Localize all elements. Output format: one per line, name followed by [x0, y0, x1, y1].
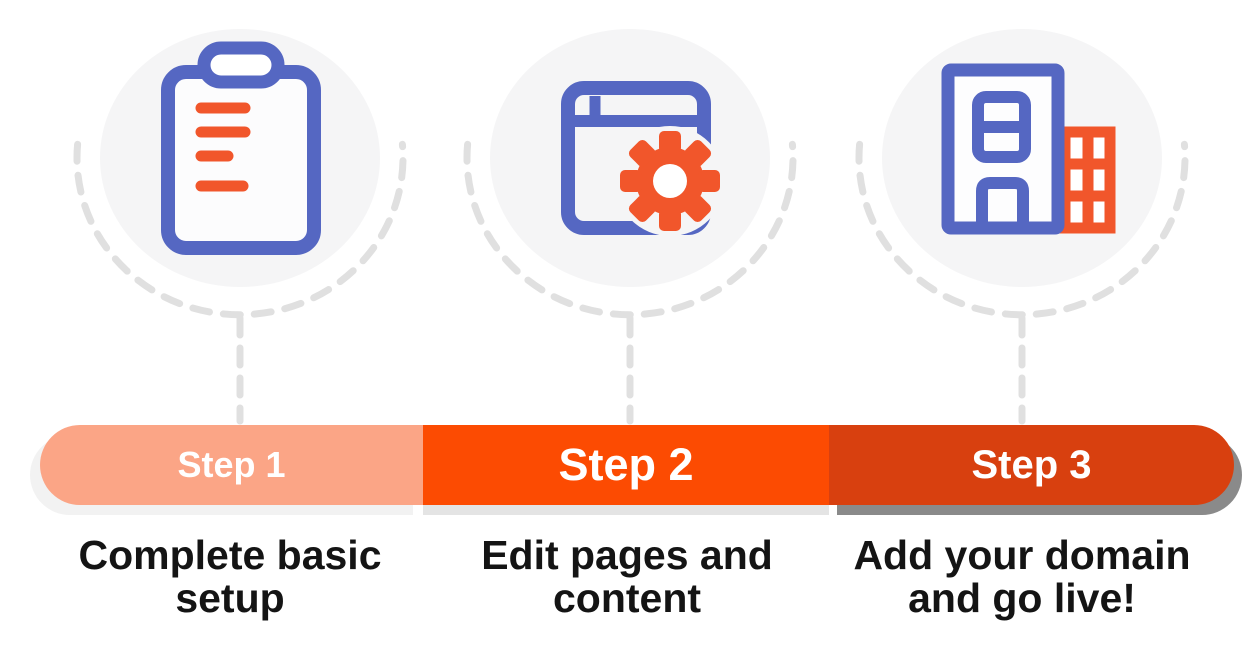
- step2-label: Step 2: [558, 439, 694, 490]
- gear-icon: [620, 131, 720, 231]
- office-building-icon: [941, 63, 1116, 235]
- step3-graphic: [855, 29, 1189, 425]
- step3-label: Step 3: [971, 442, 1092, 487]
- browser-gear-icon: [561, 81, 725, 236]
- building-window: [972, 91, 1031, 163]
- step3-segment: Step 3: [829, 425, 1234, 505]
- step2-graphic: [463, 29, 797, 425]
- step1-segment: Step 1: [40, 425, 423, 505]
- step2-segment: Step 2: [423, 425, 829, 505]
- clipboard-checklist-icon: [161, 41, 321, 255]
- step3-caption-line1: Add your domain: [853, 532, 1191, 578]
- step2-caption-line2: content: [552, 575, 702, 622]
- step1-label: Step 1: [177, 444, 286, 485]
- step2-caption-line1: Edit pages and: [481, 532, 773, 578]
- step-progress-bar: Step 1 Step 2 Step 3: [40, 425, 1234, 505]
- step3-caption: Add your domain and go live!: [812, 532, 1232, 622]
- step1-caption-line1: Complete basic: [78, 532, 382, 578]
- step2-caption: Edit pages and content: [417, 532, 837, 622]
- step1-caption: Complete basic setup: [20, 532, 440, 622]
- building-door: [976, 177, 1029, 228]
- step3-caption-line2: and go live!: [908, 575, 1136, 622]
- step1-graphic: [73, 29, 407, 425]
- step1-caption-line2: setup: [175, 575, 285, 622]
